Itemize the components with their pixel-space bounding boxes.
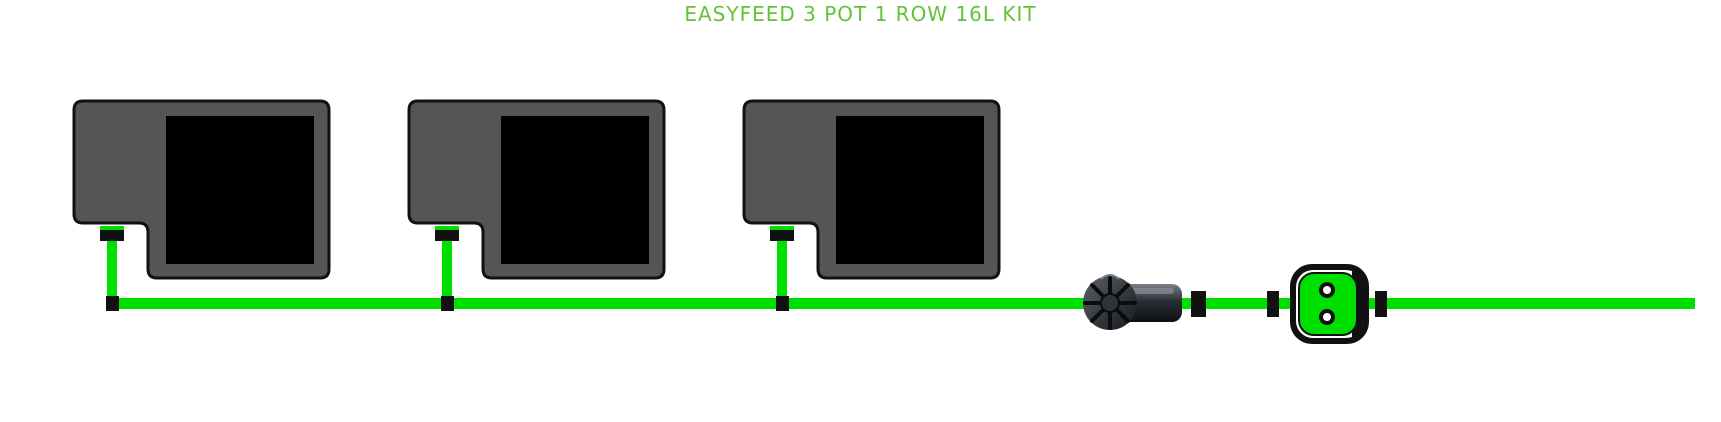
pot-3-connector (770, 228, 794, 241)
filter-outlet-fitting (1191, 291, 1199, 317)
valve-inlet-fitting (1267, 291, 1279, 317)
valve-outlet-fitting (1375, 291, 1387, 317)
pot-2-insert (501, 116, 649, 264)
pot-3-drop-tube (777, 241, 787, 298)
pot-2-connector-ring (435, 226, 459, 230)
pot-1-connector-ring (100, 226, 124, 230)
pot-3-tee (776, 296, 789, 311)
pot-2-tee (441, 296, 454, 311)
pot-3 (742, 99, 1001, 311)
pot-1-insert (166, 116, 314, 264)
filter-outlet-fitting-2 (1198, 291, 1206, 317)
diagram-title: EASYFEED 3 POT 1 ROW 16L KIT (684, 2, 1037, 26)
pot-1-drop-tube (107, 241, 117, 298)
pot-1-connector (100, 228, 124, 241)
pot-1-tee (106, 296, 119, 311)
pot-1 (72, 99, 331, 311)
feed-valve-icon (1290, 264, 1369, 344)
inline-filter-icon (1083, 274, 1182, 330)
pot-2-connector (435, 228, 459, 241)
pot-2-drop-tube (442, 241, 452, 298)
pot-2 (407, 99, 666, 311)
pot-3-connector-ring (770, 226, 794, 230)
pot-3-insert (836, 116, 984, 264)
main-supply-tube (110, 298, 1695, 309)
